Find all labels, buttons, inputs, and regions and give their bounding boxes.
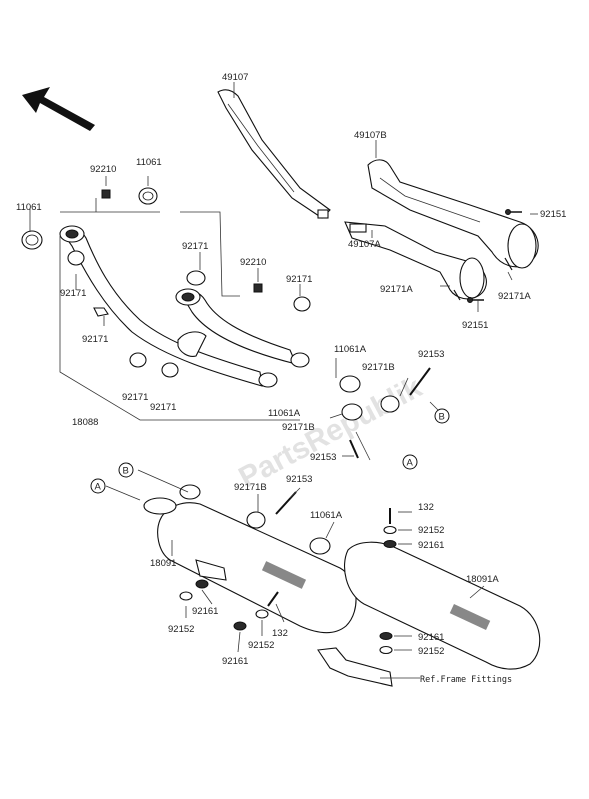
- label-92171b-mid: 92171B: [282, 422, 315, 433]
- nut-92210-mid: [253, 283, 263, 293]
- callout-a-upper: A: [402, 454, 418, 470]
- label-92171b-upper: 92171B: [362, 362, 395, 373]
- label-11061-top: 11061: [136, 157, 162, 168]
- label-92153-mid: 92153: [310, 452, 336, 463]
- label-92152-mid: 92152: [248, 640, 274, 651]
- gasket-11061-left: [21, 230, 43, 250]
- connector-11061a-mid: [341, 403, 363, 459]
- exhaust-pipe-18088: [59, 225, 310, 388]
- label-92152-right-bottom: 92152: [418, 646, 444, 657]
- callout-a-lower: A: [90, 478, 106, 494]
- label-92171-clamp-b: 92171: [150, 402, 176, 413]
- frame-bracket: [317, 647, 393, 687]
- watermark: PartsRepublik: [234, 371, 428, 495]
- part-labels: 49107 49107B 92151 49107A 92171A 92171A …: [16, 72, 566, 685]
- leader-lines: [29, 82, 538, 679]
- label-11061-left: 11061: [16, 202, 42, 213]
- muffler-hardware: [179, 508, 397, 655]
- connector-11061a-lower: [309, 537, 331, 555]
- label-92161-mid: 92161: [222, 656, 248, 667]
- svg-text:B: B: [439, 412, 445, 423]
- label-11061a-lower: 11061A: [310, 510, 343, 521]
- label-92171a-right: 92171A: [498, 291, 531, 302]
- svg-text:A: A: [407, 458, 414, 469]
- label-92151-bottom: 92151: [462, 320, 488, 331]
- label-92152-right-top: 92152: [418, 525, 444, 536]
- label-92153-upper: 92153: [418, 349, 444, 360]
- label-92171-left: 92171: [60, 288, 86, 299]
- label-92171-bolt: 92171: [82, 334, 108, 345]
- label-92151-top: 92151: [540, 209, 566, 220]
- label-92171b-lower: 92171B: [234, 482, 267, 493]
- label-18091a: 18091A: [466, 574, 499, 585]
- label-49107a: 49107A: [348, 239, 381, 250]
- label-49107b: 49107B: [354, 130, 387, 141]
- svg-text:B: B: [123, 466, 129, 477]
- label-92171-top: 92171: [182, 241, 208, 252]
- clamp-92171b-upper: [380, 367, 431, 413]
- callout-b-upper: B: [434, 408, 450, 424]
- label-92153-lower: 92153: [286, 474, 312, 485]
- label-92161-right-top: 92161: [418, 540, 444, 551]
- heat-shield-49107b: [367, 159, 539, 269]
- callout-b-lower: B: [118, 462, 134, 478]
- label-11061a-mid: 11061A: [268, 408, 301, 419]
- nut-92210-top: [101, 189, 111, 199]
- label-92161-right-bottom: 92161: [418, 632, 444, 643]
- label-92152-left: 92152: [168, 624, 194, 635]
- label-49107: 49107: [222, 72, 248, 83]
- clamp-92171-set: [67, 250, 311, 378]
- clamp-92171b-lower: [246, 491, 297, 529]
- svg-text:A: A: [95, 482, 102, 493]
- front-direction-arrow-icon: [22, 87, 95, 131]
- label-92171-right: 92171: [286, 274, 312, 285]
- label-92171-clamp-a: 92171: [122, 392, 148, 403]
- connector-11061a-upper: [339, 375, 361, 393]
- label-92210-top: 92210: [90, 164, 116, 175]
- label-18091: 18091: [150, 558, 176, 569]
- label-92161-left: 92161: [192, 606, 218, 617]
- label-ref-frame-fittings: Ref.Frame Fittings: [420, 675, 512, 685]
- heat-shield-49107a: [344, 221, 487, 300]
- label-92171a-left: 92171A: [380, 284, 413, 295]
- label-92210-mid: 92210: [240, 257, 266, 268]
- gasket-11061-top: [138, 187, 158, 205]
- label-18088: 18088: [72, 417, 98, 428]
- muffler-18091: [143, 484, 357, 634]
- label-11061a-upper: 11061A: [334, 344, 367, 355]
- label-132-right: 132: [418, 502, 434, 513]
- label-132-left: 132: [272, 628, 288, 639]
- heat-shield-49107: [217, 89, 331, 219]
